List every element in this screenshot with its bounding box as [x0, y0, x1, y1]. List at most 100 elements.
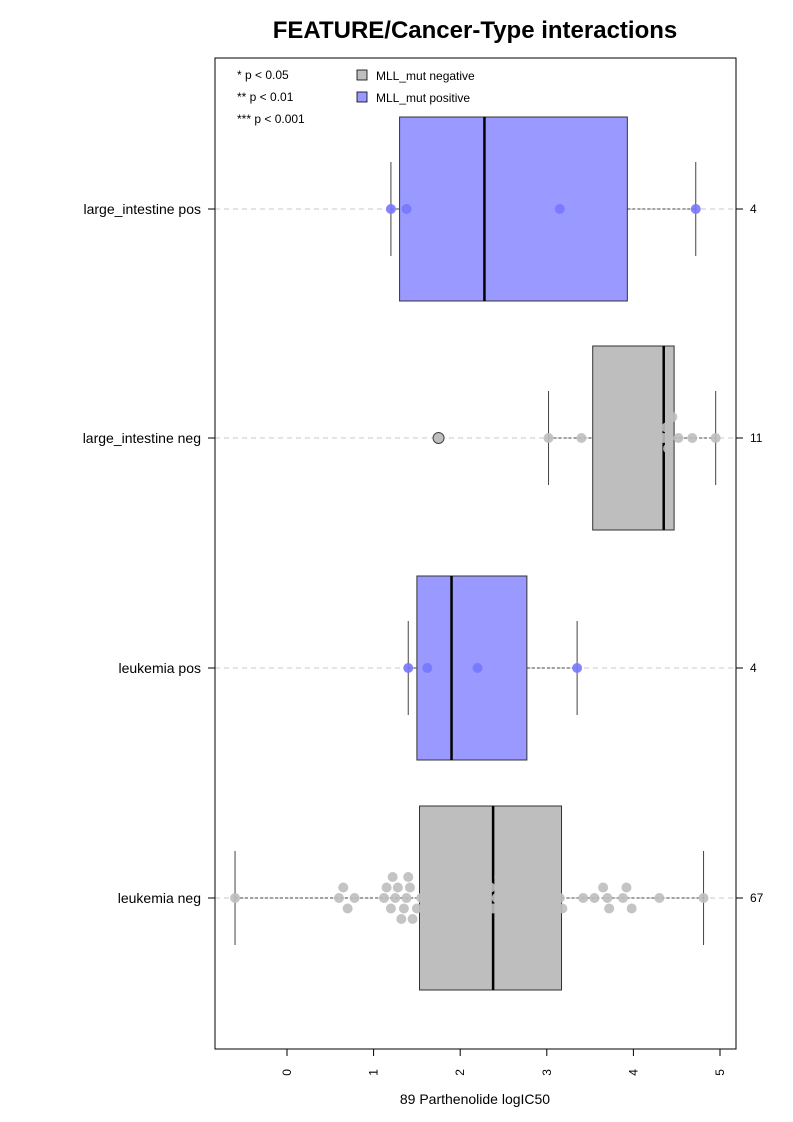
data-point	[459, 882, 470, 893]
data-point	[392, 882, 403, 893]
data-point	[528, 893, 539, 903]
data-point	[338, 882, 349, 893]
data-point	[494, 872, 505, 882]
x-tick-label: 5	[713, 1069, 727, 1076]
data-point	[468, 893, 479, 903]
data-point	[349, 893, 360, 903]
data-point	[598, 882, 609, 893]
legend-swatch-negative	[356, 69, 368, 81]
data-point	[230, 893, 241, 903]
x-axis: 0 1 2 3 4 5	[280, 1049, 727, 1076]
data-point	[667, 412, 678, 422]
data-point	[663, 443, 674, 454]
sig-legend-3: *** p < 0.001	[237, 112, 305, 126]
data-point	[385, 204, 396, 214]
data-point	[621, 882, 632, 893]
grid-lines	[215, 208, 736, 899]
data-point	[654, 893, 665, 903]
sig-legend-1: * p < 0.05	[237, 68, 289, 82]
data-point	[661, 422, 672, 433]
data-point	[554, 893, 565, 903]
data-point	[572, 663, 583, 673]
data-point	[404, 882, 415, 893]
data-point	[690, 204, 701, 214]
data-point	[422, 872, 433, 882]
data-point	[618, 893, 629, 903]
data-point	[604, 903, 615, 914]
data-point	[396, 914, 407, 924]
group-count: 11	[750, 431, 763, 445]
data-point	[624, 433, 635, 443]
sig-legend-2: ** p < 0.01	[237, 90, 294, 104]
data-point	[463, 903, 474, 914]
data-point	[673, 433, 684, 443]
data-point	[546, 903, 557, 914]
data-point	[450, 903, 461, 914]
group-label: leukemia neg	[118, 890, 201, 906]
data-point	[576, 433, 587, 443]
data-point	[543, 433, 554, 443]
data-point	[541, 893, 552, 903]
data-point	[403, 872, 414, 882]
data-point	[387, 872, 398, 882]
data-point	[429, 893, 440, 903]
x-axis-label: 89 Parthenolide logIC50	[400, 1091, 550, 1107]
legend-label-negative: MLL_mut negative	[376, 69, 475, 83]
data-point	[687, 433, 698, 443]
group-label: large_intestine pos	[83, 201, 201, 217]
outlier-point	[432, 432, 445, 444]
box	[399, 116, 628, 302]
data-point	[507, 903, 518, 914]
data-point	[472, 882, 483, 893]
data-point	[710, 433, 721, 443]
data-point	[537, 882, 548, 893]
data-point	[578, 893, 589, 903]
data-point	[598, 433, 609, 443]
data-point	[442, 893, 453, 903]
data-point	[390, 893, 401, 903]
plot-area	[214, 57, 737, 1050]
data-point	[333, 893, 344, 903]
data-point	[446, 882, 457, 893]
data-point	[381, 882, 392, 893]
data-point	[455, 872, 466, 882]
data-point	[485, 882, 496, 893]
data-point	[433, 882, 444, 893]
legend-swatch-positive	[356, 91, 368, 103]
data-point	[481, 872, 492, 882]
data-point	[401, 204, 412, 214]
data-point	[550, 882, 561, 893]
data-point	[422, 663, 433, 673]
data-point	[498, 882, 509, 893]
data-point	[511, 882, 522, 893]
group-count: 4	[750, 202, 757, 216]
data-point	[411, 903, 422, 914]
data-point	[476, 903, 487, 914]
data-point	[602, 893, 613, 903]
data-point	[472, 663, 483, 673]
data-point	[385, 903, 396, 914]
box	[418, 805, 563, 991]
data-point	[589, 893, 600, 903]
data-point	[403, 663, 414, 673]
point-layer	[230, 204, 721, 924]
data-point	[407, 914, 418, 924]
data-point	[401, 893, 412, 903]
data-point	[554, 204, 565, 214]
data-point	[557, 903, 568, 914]
x-tick-label: 3	[540, 1069, 554, 1076]
data-point	[698, 893, 709, 903]
data-point	[515, 893, 526, 903]
x-tick-label: 2	[453, 1069, 467, 1076]
x-tick-label: 0	[280, 1069, 294, 1076]
significance-legend: * p < 0.05 ** p < 0.01 *** p < 0.001	[237, 68, 305, 126]
data-point	[378, 893, 389, 903]
data-point	[502, 893, 513, 903]
x-tick-label: 4	[626, 1069, 640, 1076]
group-count: 4	[750, 661, 757, 675]
data-point	[508, 872, 519, 882]
x-tick-label: 1	[367, 1069, 381, 1076]
data-point	[420, 882, 431, 893]
